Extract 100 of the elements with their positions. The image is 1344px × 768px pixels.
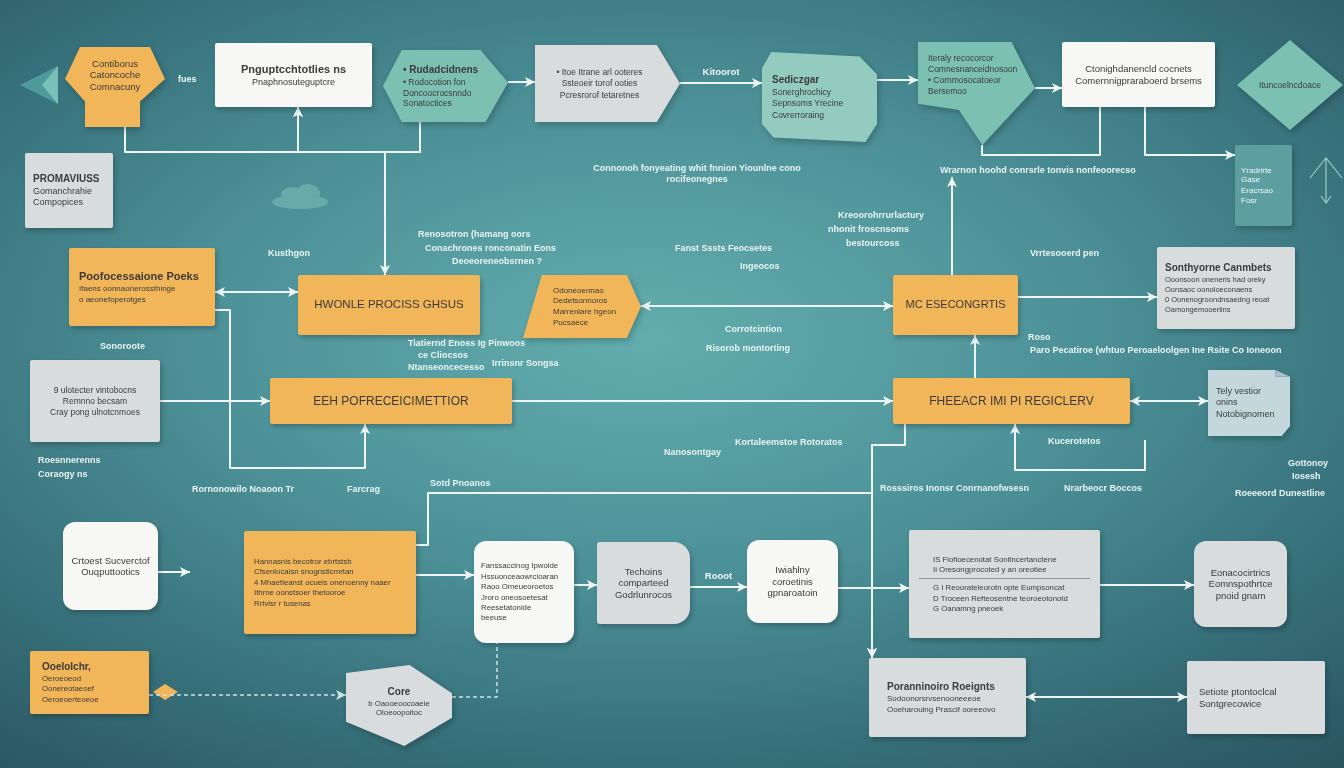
box-text: Ssteoeir torof ooties [560, 78, 639, 89]
process-box [69, 248, 215, 326]
process-box [1062, 42, 1215, 107]
process-box [30, 360, 160, 442]
arrow [1017, 292, 1158, 302]
arrow [157, 567, 191, 577]
box-text: Setiote ptontoclcal Sontgrecowice [1199, 686, 1278, 709]
process-box [298, 275, 480, 335]
annotation-text: Connonoh fonyeating whit fnnion Yiounlne cono rocifeonegnes [592, 163, 802, 185]
box-heading: Sonthyorne Canmbets [1165, 262, 1273, 274]
annotation-text: Corrotcintion [725, 324, 782, 335]
edge-label: Kitoorot [702, 65, 740, 77]
arrow [214, 287, 299, 297]
tag-shape [523, 275, 641, 338]
arrow [837, 583, 910, 593]
box-text: Pucsaece [553, 317, 590, 328]
decision-diamond [1237, 40, 1343, 130]
box-text: Comnesnanceidnosoon [928, 63, 1017, 74]
arrow [1025, 692, 1188, 702]
arrow [1010, 423, 1146, 471]
arrow [640, 301, 894, 311]
process-box [25, 153, 113, 228]
arrow [1034, 83, 1063, 93]
annotation-text: Kucerotetos [1048, 436, 1101, 447]
box-text: Eonacocirtrics Eomnspothrtce pnoid gnam [1207, 566, 1274, 602]
annotation-text: Renosotron (hamang oors [418, 229, 531, 240]
process-box [1187, 661, 1325, 734]
annotation-text: bestourcoss [846, 238, 900, 249]
connector-line [981, 106, 1101, 156]
box-text: 9 ulotecter vintobocns [52, 384, 138, 395]
process-box [909, 530, 1100, 638]
box-text: Sepnsoms Yrecine [772, 98, 845, 109]
rounded-card [63, 522, 158, 610]
annotation-text: Sotd Pnoanos [430, 478, 491, 489]
dashed-arrow [148, 690, 347, 700]
annotation-text: Roesnnerenns [38, 455, 101, 466]
box-text: • Cornmosocatoeor [928, 75, 1002, 86]
edge-label: Rooot [704, 569, 733, 581]
box-text: Iwiahlny coroetinis gpnaroatoin [766, 564, 819, 599]
box-heading: Poranninoiro Roeignts [887, 680, 996, 693]
arrow [947, 176, 957, 276]
annotation-text: Vrrtesooerd pen [1030, 248, 1100, 259]
box-heading: Sediczgar [772, 74, 821, 87]
box-text: Pcresrorof tetaretnes [558, 89, 641, 100]
annotation-text: Rosssiros Inonsr Conrnanofwsesn [880, 483, 1030, 494]
box-text: Yradrirte Gase [1241, 165, 1273, 185]
annotation-text: ce Cliocsos [418, 350, 469, 361]
box-heading: Poofocessaione Poeks [79, 269, 200, 283]
annotation-text: Kortaleemstoe Rotoratos [735, 437, 843, 448]
annotation-text: nhonit froscnsoms [828, 224, 909, 235]
process-box [893, 275, 1018, 335]
box-text: Marrenlare hgeon [553, 307, 618, 317]
arrow [1144, 106, 1236, 160]
box-text: Gomanchrahie Compopices [33, 186, 94, 208]
annotation-text: Conachrones ronconatin Eons [425, 243, 556, 254]
note-card [1208, 370, 1290, 436]
box-text: • Rodocotion fon [403, 76, 467, 87]
hexagon-shape [383, 50, 508, 122]
rounded-card [597, 542, 690, 624]
arrow [679, 78, 763, 88]
arrow [415, 570, 475, 580]
arrow [415, 492, 877, 659]
annotation-text: Roso [1028, 332, 1051, 343]
annotation-text: Ntanseoncecesso [408, 362, 485, 373]
box-text: Ituncoelncdoace [1258, 79, 1322, 91]
annotation-text: Gottonoy [1288, 458, 1328, 469]
process-box [244, 531, 416, 634]
arrow [507, 77, 536, 87]
annotation-text: Sonoroote [100, 341, 145, 352]
box-text: Ooeharouing Prascif ooreeovo [887, 704, 997, 715]
side-note: fues [178, 74, 197, 84]
box-text: Covrerroraing [772, 109, 825, 120]
pentagon-shape [346, 665, 452, 746]
box-text: Comernnigpraraboerd brsems [1074, 75, 1203, 87]
box-text: EEH POFRECEICIMETTIOR [312, 393, 470, 409]
process-box [270, 378, 512, 424]
box-text: Dedetsonnoros [553, 296, 609, 306]
arrow [573, 580, 598, 590]
box-text: Eracrsao Fosr [1241, 186, 1274, 206]
box-heading: Core [386, 685, 412, 698]
box-heading: • Rudadcidnens [403, 63, 480, 76]
box-text: Bersemoo [928, 86, 968, 97]
box-text: Ifaens oonnaonerossthinge [79, 284, 177, 294]
box-text: Crtoest Sucverctof Ouqputtootics [71, 554, 150, 578]
box-text: MC ESECONGRTIS [904, 298, 1007, 312]
process-box [30, 651, 149, 714]
annotation-text: Irrinsnr Songsa [492, 358, 559, 369]
box-text: Techoins comparteed Godrlunrocos [614, 565, 673, 601]
annotation-text: Roeeeord Dunestline [1235, 488, 1326, 499]
arrow [511, 396, 894, 406]
box-heading: Pnguptcchtotlies ns [239, 62, 348, 76]
arrow [970, 334, 980, 379]
rounded-card [1194, 541, 1287, 627]
box-text: Notobignomen [1216, 408, 1276, 420]
process-box [1157, 247, 1295, 329]
box-text: Cray pong ulnotcnmoes [49, 407, 141, 418]
box-text: Iteraly recocorcor [928, 52, 995, 63]
process-box [893, 378, 1130, 424]
process-box [215, 43, 372, 107]
annotation-text: Fanst Sssts Feocsetes [675, 243, 773, 254]
